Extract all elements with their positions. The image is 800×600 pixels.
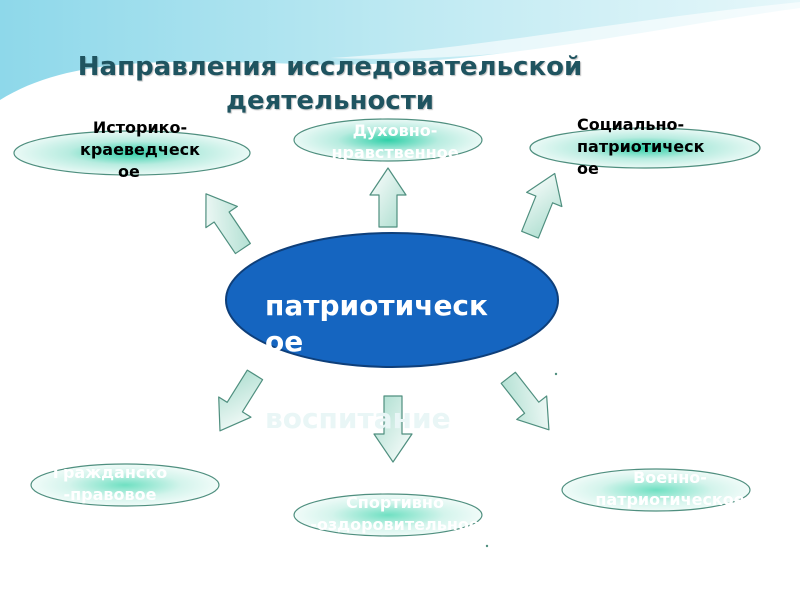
node-historical-ellipse	[13, 130, 251, 176]
node-historical-line-3: ое	[118, 162, 140, 181]
decor-dot	[554, 372, 558, 376]
page-title: Направления исследовательской деятельнос…	[20, 50, 640, 118]
center-subtitle: воспитание	[265, 402, 451, 435]
node-spiritual-line-1: Духовно-	[352, 121, 438, 140]
title-line-1: Направления исследовательской	[77, 52, 583, 82]
arrow-down	[373, 395, 413, 463]
node-military-label: Военно- патриотическое	[570, 467, 770, 511]
center-ellipse	[225, 232, 559, 368]
node-social-label: Социально- патриотическ ое	[577, 114, 747, 180]
center-line-1: патриотическ	[265, 289, 489, 322]
node-military-ellipse	[561, 468, 751, 512]
node-sport-line-2: -оздоровительное	[310, 515, 480, 534]
node-civil-label: Гражданско -правовое	[10, 462, 210, 506]
node-historical-line-2: краеведческ	[79, 140, 201, 159]
node-social-line-2: патриотическ	[577, 137, 705, 156]
node-social-line-3: ое	[577, 159, 599, 178]
node-social-line-1: Социально-	[577, 115, 685, 134]
center-line-2: ое	[265, 325, 304, 358]
node-spiritual-line-2: нравственное	[331, 143, 459, 162]
center-label: патриотическ ое	[265, 288, 545, 360]
node-military-line-1: Военно-	[633, 468, 707, 487]
node-historical-line-1: Историко-	[92, 118, 188, 137]
node-sport-ellipse	[293, 493, 483, 537]
arrow-down-left	[218, 369, 264, 432]
node-social-ellipse	[529, 127, 761, 169]
title-line-2: деятельности	[225, 86, 435, 116]
node-spiritual-label: Духовно- нравственное	[300, 120, 490, 164]
arrow-down-right	[500, 371, 550, 431]
arrow-up-left	[205, 193, 251, 255]
arrow-up-right	[521, 172, 563, 239]
header-wave-light	[330, 2, 800, 59]
header-wave	[0, 0, 800, 100]
node-military-line-2: патриотическое	[595, 490, 745, 509]
node-civil-line-1: Гражданско	[52, 463, 168, 482]
node-civil-line-2: -правовое	[63, 485, 157, 504]
decor-dot	[485, 544, 489, 548]
node-historical-label: Историко- краеведческ ое	[55, 117, 225, 183]
node-spiritual-ellipse	[293, 118, 483, 162]
node-sport-label: Спортивно -оздоровительное	[290, 492, 500, 536]
node-civil-ellipse	[30, 463, 220, 507]
arrow-up	[369, 167, 407, 228]
node-sport-line-1: Спортивно	[346, 493, 444, 512]
